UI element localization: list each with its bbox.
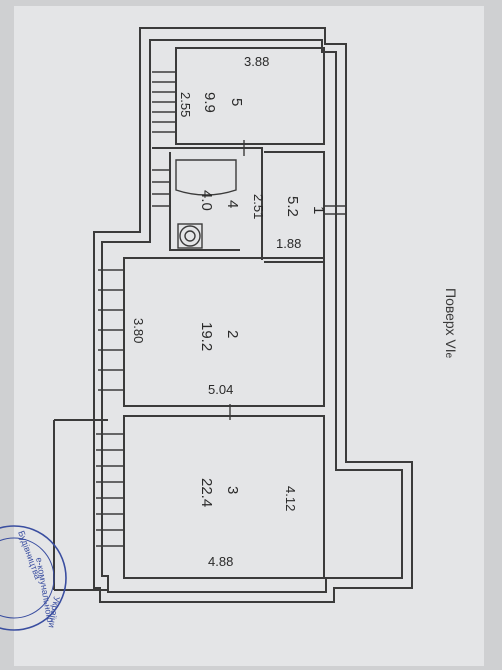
room1-number: 1 [310,206,327,214]
dim-room3-width: 4.12 [283,486,298,511]
room3-area: 22.4 [198,478,215,507]
dim-room2-depth: 5.04 [208,382,233,397]
outer-walls [93,27,413,603]
dim-room5-width: 3.88 [244,54,269,69]
bath-fixtures [175,159,237,249]
dim-room2-width: 3.80 [131,318,146,343]
room5-area: 9.9 [201,92,218,113]
room2-number: 2 [224,330,241,338]
dim-room3-depth: 4.88 [208,554,233,569]
room4-number: 4 [224,200,241,208]
room3-number: 3 [224,486,241,494]
room2-area: 19.2 [198,322,215,351]
dim-room1-depth: 1.88 [276,236,301,251]
paper-background [14,6,484,666]
floor-label: Поверх VIе [443,288,459,359]
dim-room5-depth: 2.55 [178,92,193,117]
room1-area: 5.2 [284,196,301,217]
room4-area: 4.0 [198,190,215,211]
official-stamp: Будівництва е-комунального України [0,525,67,631]
dim-room1-width: 2.51 [251,194,266,219]
door-marks [229,140,245,420]
room5-number: 5 [228,98,245,106]
windows [96,71,346,547]
